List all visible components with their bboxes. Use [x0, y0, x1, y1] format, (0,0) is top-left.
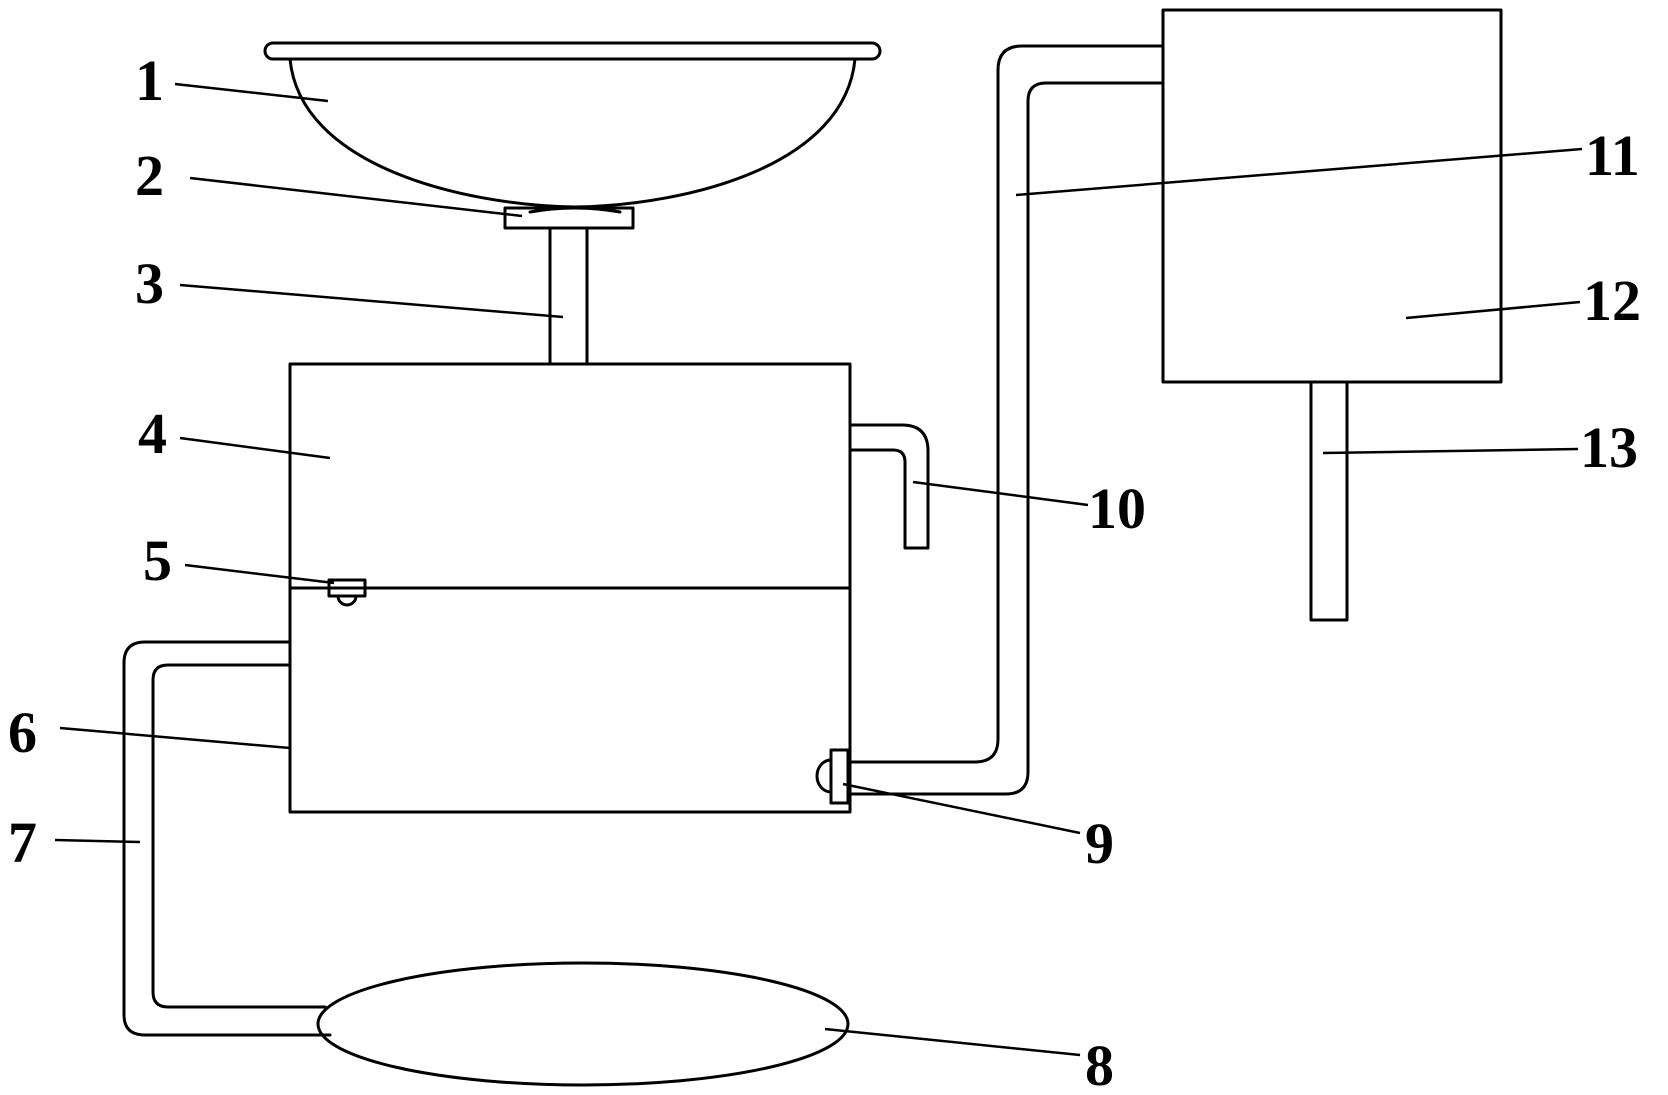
label-7: 7 — [8, 810, 37, 875]
leader-1 — [174, 82, 329, 103]
reference-numerals: 1 2 3 4 5 6 7 8 9 10 11 12 13 — [8, 48, 1641, 1095]
connecting-hose — [122, 640, 332, 1037]
label-12: 12 — [1583, 268, 1641, 333]
leader-5 — [184, 563, 335, 585]
riser-pipe — [846, 44, 1165, 796]
label-3: 3 — [135, 251, 164, 316]
basin — [263, 41, 882, 209]
label-11: 11 — [1585, 123, 1640, 188]
partition-sensor — [288, 578, 852, 607]
leader-11 — [1015, 147, 1583, 197]
leader-3 — [179, 283, 564, 319]
label-13: 13 — [1580, 415, 1638, 480]
leader-9 — [842, 782, 1081, 835]
label-6: 6 — [8, 700, 37, 765]
label-4: 4 — [138, 401, 167, 466]
label-9: 9 — [1085, 811, 1114, 876]
leader-13 — [1322, 447, 1579, 455]
leader-6 — [59, 726, 291, 750]
outlet-pipe — [1309, 380, 1349, 622]
leader-10 — [912, 480, 1089, 507]
leader-7 — [54, 838, 141, 844]
drain-outlet — [503, 206, 635, 230]
leader-8 — [824, 1027, 1081, 1057]
overflow-pipe — [848, 423, 930, 550]
leader-lines — [54, 82, 1583, 1057]
valve — [815, 748, 850, 805]
leader-2 — [189, 176, 523, 218]
leader-4 — [179, 436, 331, 460]
label-5: 5 — [143, 528, 172, 593]
upper-tank — [1161, 8, 1503, 384]
label-8: 8 — [1085, 1033, 1114, 1095]
label-10: 10 — [1088, 476, 1146, 541]
down-pipe — [548, 226, 589, 366]
label-1: 1 — [135, 48, 164, 113]
bladder — [316, 961, 850, 1087]
label-2: 2 — [135, 143, 164, 208]
leader-12 — [1405, 300, 1581, 320]
